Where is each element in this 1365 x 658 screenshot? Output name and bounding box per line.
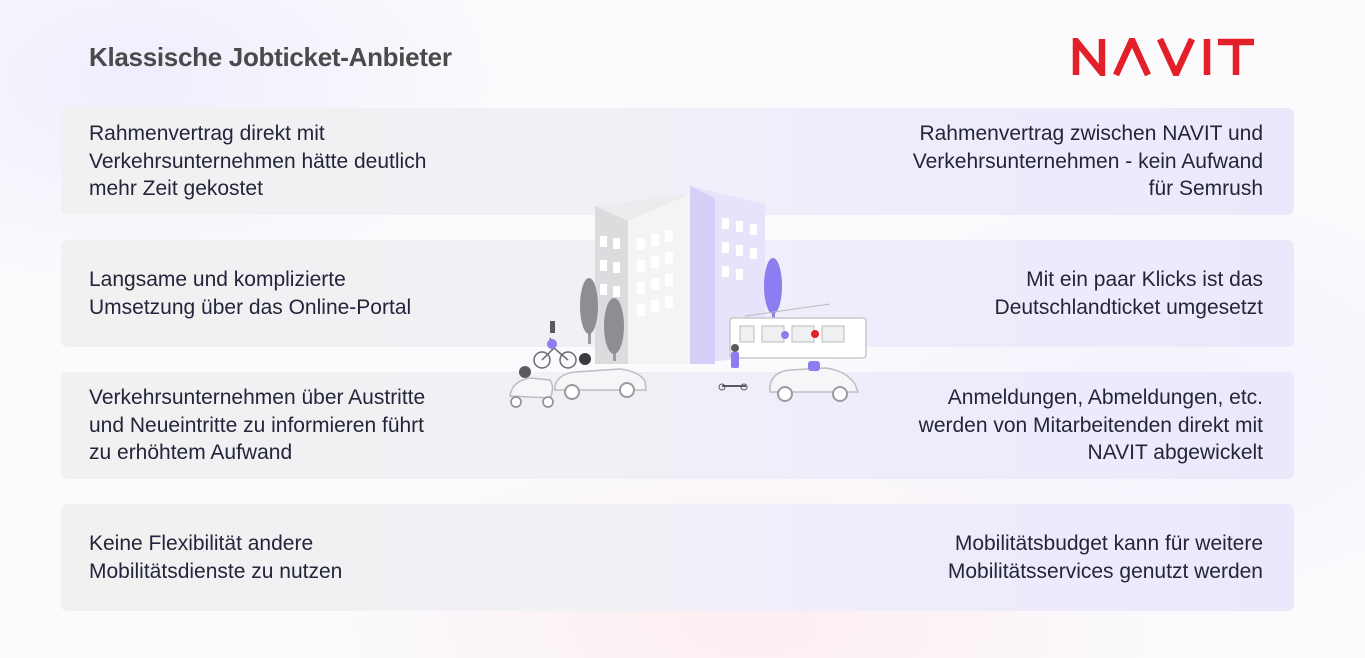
moped-rider-icon bbox=[509, 366, 554, 408]
bicycle-icon bbox=[533, 321, 591, 369]
classic-provider-point: Keine Flexibilität andere Mobilitätsdien… bbox=[89, 532, 343, 583]
car-icon bbox=[769, 361, 860, 402]
classic-provider-point: Langsame und komplizierte Umsetzung über… bbox=[89, 268, 412, 319]
tree-icon bbox=[580, 258, 782, 361]
navit-point: Mit ein paar Klicks ist das Deutschlandt… bbox=[994, 268, 1263, 319]
city-mobility-illustration bbox=[509, 186, 867, 408]
classic-provider-point: Verkehrsunternehmen über Austritte und N… bbox=[89, 386, 426, 465]
comparison-row: Verkehrsunternehmen über Austritte und N… bbox=[61, 372, 1294, 479]
navit-point: Mobilitätsbudget kann für weitere Mobili… bbox=[947, 532, 1263, 583]
tram-icon bbox=[729, 303, 867, 359]
comparison-row: Keine Flexibilität andere Mobilitätsdien… bbox=[61, 504, 1294, 611]
navit-logo bbox=[1072, 38, 1254, 76]
scooter-rider-icon bbox=[718, 344, 748, 391]
page-title: Klassische Jobticket-Anbieter bbox=[89, 42, 452, 72]
classic-provider-point: Rahmenvertrag direkt mit Verkehrsunterne… bbox=[89, 122, 427, 201]
navit-point: Rahmenvertrag zwischen NAVIT und Verkehr… bbox=[912, 122, 1263, 201]
car-icon bbox=[554, 368, 647, 400]
navit-point: Anmeldungen, Abmeldungen, etc. werden vo… bbox=[918, 386, 1263, 465]
